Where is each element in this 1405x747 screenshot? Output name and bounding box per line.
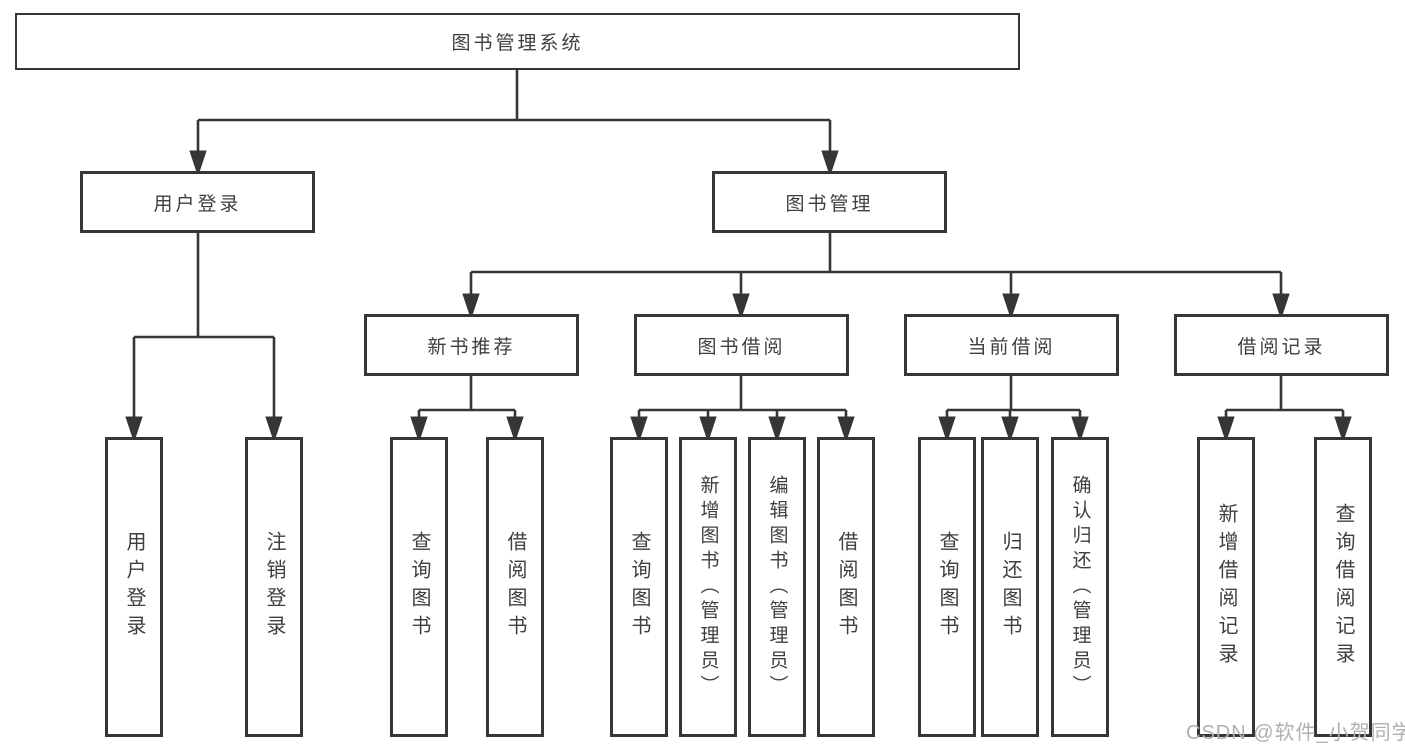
node-book-borrowing-label: 图书借阅 (697, 336, 786, 358)
leaf-return-books: 归还图书 (981, 437, 1039, 737)
leaf-newbooks-borrow-books-label: 借阅图书 (504, 531, 526, 643)
node-library-system: 图书管理系统 (15, 13, 1020, 70)
leaf-logout-label: 注销登录 (263, 531, 285, 643)
node-current-borrowing: 当前借阅 (904, 314, 1119, 376)
leaf-edit-books-admin: 编辑图书（管理员） (748, 437, 806, 737)
leaf-edit-books-admin-label: 编辑图书（管理员） (766, 474, 788, 700)
leaf-add-books-admin-label: 新增图书（管理员） (697, 474, 719, 700)
node-borrow-records-label: 借阅记录 (1237, 336, 1326, 358)
leaf-newbooks-query-books: 查询图书 (390, 437, 448, 737)
leaf-newbooks-borrow-books: 借阅图书 (486, 437, 544, 737)
leaf-current-query-books: 查询图书 (918, 437, 976, 737)
leaf-add-borrow-record-label: 新增借阅记录 (1215, 503, 1237, 671)
leaf-borrowing-query-books-label: 查询图书 (628, 531, 650, 643)
leaf-query-borrow-record: 查询借阅记录 (1314, 437, 1372, 737)
leaf-current-query-books-label: 查询图书 (936, 531, 958, 643)
node-user-login-label: 用户登录 (153, 193, 242, 215)
node-book-borrowing: 图书借阅 (634, 314, 849, 376)
node-borrow-records: 借阅记录 (1174, 314, 1389, 376)
node-new-book-recommend-label: 新书推荐 (427, 336, 516, 358)
leaf-user-login: 用户登录 (105, 437, 163, 737)
leaf-add-borrow-record: 新增借阅记录 (1197, 437, 1255, 737)
leaf-user-login-label: 用户登录 (123, 531, 145, 643)
node-user-login: 用户登录 (80, 171, 315, 233)
node-book-management: 图书管理 (712, 171, 947, 233)
node-book-management-label: 图书管理 (785, 193, 874, 215)
leaf-borrowing-borrow-books: 借阅图书 (817, 437, 875, 737)
leaf-borrowing-query-books: 查询图书 (610, 437, 668, 737)
leaf-borrowing-borrow-books-label: 借阅图书 (835, 531, 857, 643)
leaf-newbooks-query-books-label: 查询图书 (408, 531, 430, 643)
leaf-confirm-return-admin-label: 确认归还（管理员） (1069, 474, 1091, 700)
leaf-logout: 注销登录 (245, 437, 303, 737)
node-library-system-label: 图书管理系统 (451, 33, 584, 54)
leaf-query-borrow-record-label: 查询借阅记录 (1332, 503, 1354, 671)
leaf-confirm-return-admin: 确认归还（管理员） (1051, 437, 1109, 737)
leaf-return-books-label: 归还图书 (999, 531, 1021, 643)
node-current-borrowing-label: 当前借阅 (967, 336, 1056, 358)
node-new-book-recommend: 新书推荐 (364, 314, 579, 376)
leaf-add-books-admin: 新增图书（管理员） (679, 437, 737, 737)
watermark: CSDN @软件_小贺同学 (1186, 722, 1405, 744)
